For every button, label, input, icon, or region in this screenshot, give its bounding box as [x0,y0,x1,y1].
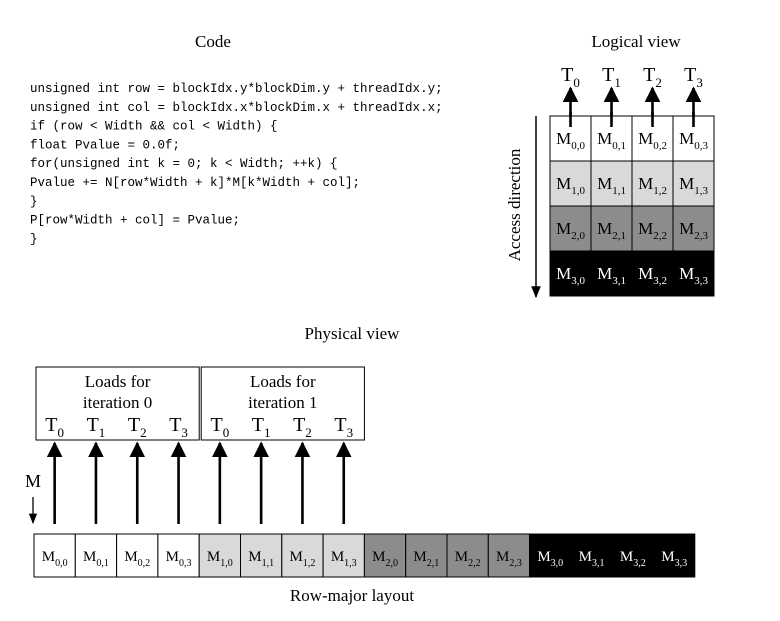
code-line: } [30,195,38,209]
thread-label: T0 [45,414,64,440]
array-cell-label: M3,0 [537,549,563,569]
iteration-load-groups: Loads for iteration 0 T0 T1 T2 T3 Loads for ite… [35,366,365,524]
thread-label: T3 [684,64,703,90]
array-cell-label: M1,0 [207,549,233,569]
code-line: P[row*Width + col] = Pvalue; [30,214,240,228]
code-line: float Pvalue = 0.0f; [30,138,180,152]
matrix-cell [672,250,715,297]
matrix-cell-label: M3,2 [638,264,667,287]
thread-label: T0 [210,414,229,440]
array-cell [33,533,76,578]
array-cell [363,533,407,578]
physical-view-heading: Physical view [305,324,401,343]
matrix-cell [672,160,715,207]
matrix-cell-label: M2,1 [597,219,626,242]
thread-label: T2 [128,414,147,440]
matrix-cell [549,250,592,297]
matrix-cell-label: M0,1 [597,129,626,152]
iteration-group-line2: iteration 0 [83,393,152,412]
array-cell [446,533,489,578]
thread-label: T1 [87,414,106,440]
iteration-group-line1: Loads for [250,372,316,391]
array-cell [74,533,118,578]
row-major-array: M0,0 M0,1 M0,2 M0,3 M1,0 M1,1 M1,2 M1,3 M2,0 M2,1… [33,533,696,578]
array-cell [611,533,655,578]
code-line: for(unsigned int k = 0; k < Width; ++k) … [30,157,338,171]
matrix-cell-label: M3,0 [556,264,585,287]
array-cell [198,533,241,578]
matrix-cell-label: M0,3 [679,129,708,152]
thread-label: T3 [334,414,353,440]
code-line: if (row < Width && col < Width) { [30,120,278,134]
matrix-cell [590,205,633,252]
array-cell-label: M3,2 [620,549,646,569]
array-cell-label: M0,2 [124,549,150,569]
code-heading: Code [195,32,231,51]
code-line: Pvalue += N[row*Width + k]*M[k*Width + c… [30,176,360,190]
array-cell-label: M2,0 [372,549,398,569]
thread-label: T2 [293,414,312,440]
array-cell [322,533,365,578]
thread-label: T1 [602,64,621,90]
row-major-layout-label: Row-major layout [290,586,414,605]
code-panel: Code unsigned int row = blockIdx.y*block… [30,32,443,246]
matrix-cell [631,250,674,297]
access-direction-label: Access direction [505,148,524,261]
matrix-cell [590,250,633,297]
array-cell-label: M1,2 [290,549,316,569]
array-cell [487,533,531,578]
iteration-group-line2: iteration 1 [248,393,317,412]
matrix-cell-label: M2,0 [556,219,585,242]
thread-label: T0 [561,64,580,90]
thread-label: T2 [643,64,662,90]
code-block: unsigned int row = blockIdx.y*blockDim.y… [30,82,443,246]
array-cell [240,533,283,578]
matrix-cell-label: M1,1 [597,174,626,197]
matrix-cell [631,160,674,207]
array-cell-label: M2,3 [496,549,522,569]
matrix-cell [590,160,633,207]
array-cell-label: M1,1 [248,549,274,569]
code-line: } [30,232,38,246]
array-cell-label: M1,3 [331,549,357,569]
m-pointer-label: M [25,471,41,491]
matrix-cell-label: M0,0 [556,129,585,152]
logical-matrix: M0,0 M0,1 M0,2 M0,3M1,0 M1,1 M1,2 M1,3M2,0 M2,1… [549,112,715,297]
matrix-cell-label: M1,2 [638,174,667,197]
array-cell-label: M2,1 [413,549,439,569]
array-cell [653,533,696,578]
iteration-group-line1: Loads for [85,372,151,391]
matrix-cell-label: M1,0 [556,174,585,197]
matrix-cell-label: M3,1 [597,264,626,287]
thread-label: T3 [169,414,188,440]
code-line: unsigned int row = blockIdx.y*blockDim.y… [30,82,443,96]
logical-view-heading: Logical view [591,32,681,51]
array-cell [570,533,613,578]
matrix-cell-label: M0,2 [638,129,667,152]
matrix-cell [631,205,674,252]
array-cell-label: M0,0 [42,549,68,569]
thread-label: T1 [252,414,271,440]
array-cell-label: M2,2 [455,549,481,569]
code-line: unsigned int col = blockIdx.x*blockDim.x… [30,101,443,115]
iteration-group-box [200,366,365,441]
array-cell [116,533,159,578]
array-cell [529,533,572,578]
array-cell-label: M3,1 [579,549,605,569]
iteration-group-box [35,366,200,441]
physical-view: Physical view Loads for iteration 0 T0 T1 T2… [25,324,696,605]
array-cell-label: M0,1 [83,549,109,569]
logical-view: Logical view T0 T1 T2 T3 M0,0 M0,1 M0,2 M0,3M1… [505,32,715,299]
matrix-cell-label: M3,3 [679,264,708,287]
array-cell-label: M0,3 [166,549,192,569]
array-cell [405,533,448,578]
matrix-cell-label: M1,3 [679,174,708,197]
matrix-cell-label: M2,2 [638,219,667,242]
matrix-cell-label: M2,3 [679,219,708,242]
array-cell-label: M3,3 [661,549,687,569]
